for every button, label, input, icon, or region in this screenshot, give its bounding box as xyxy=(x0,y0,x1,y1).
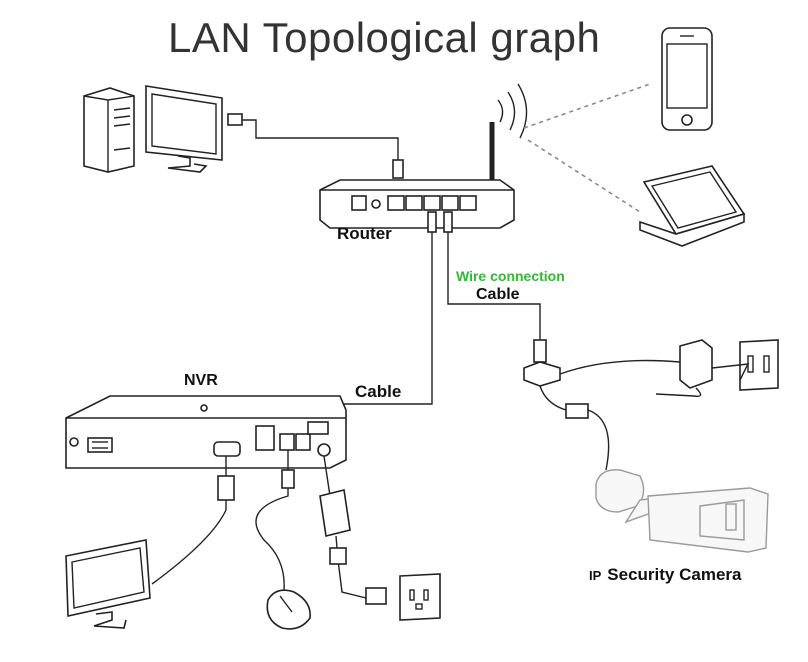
wire-connection-label: Wire connection xyxy=(456,268,565,284)
mouse-icon xyxy=(266,589,311,630)
camera-label: IP Security Camera xyxy=(589,565,741,585)
camera-prefix-label: IP xyxy=(589,568,602,583)
wall-outlet-icon xyxy=(365,573,441,621)
wireless-links xyxy=(523,83,651,213)
smartphone-icon xyxy=(661,27,713,131)
diagram-title: LAN Topological graph xyxy=(168,14,601,61)
camera-name-label: Security Camera xyxy=(607,565,742,584)
nvr-label: NVR xyxy=(184,372,218,389)
nvr-icon xyxy=(65,395,367,599)
cable-label-nvr: Cable xyxy=(355,382,402,401)
ip-camera-icon xyxy=(595,469,769,553)
monitor-icon xyxy=(65,539,151,629)
laptop-icon xyxy=(639,165,746,247)
router-label: Router xyxy=(337,224,392,243)
camera-wiring xyxy=(523,339,779,471)
wifi-signal-icon xyxy=(497,83,528,139)
desktop-pc-icon xyxy=(83,85,404,179)
cable-label-top: Cable xyxy=(476,286,520,303)
router-icon xyxy=(319,122,515,233)
